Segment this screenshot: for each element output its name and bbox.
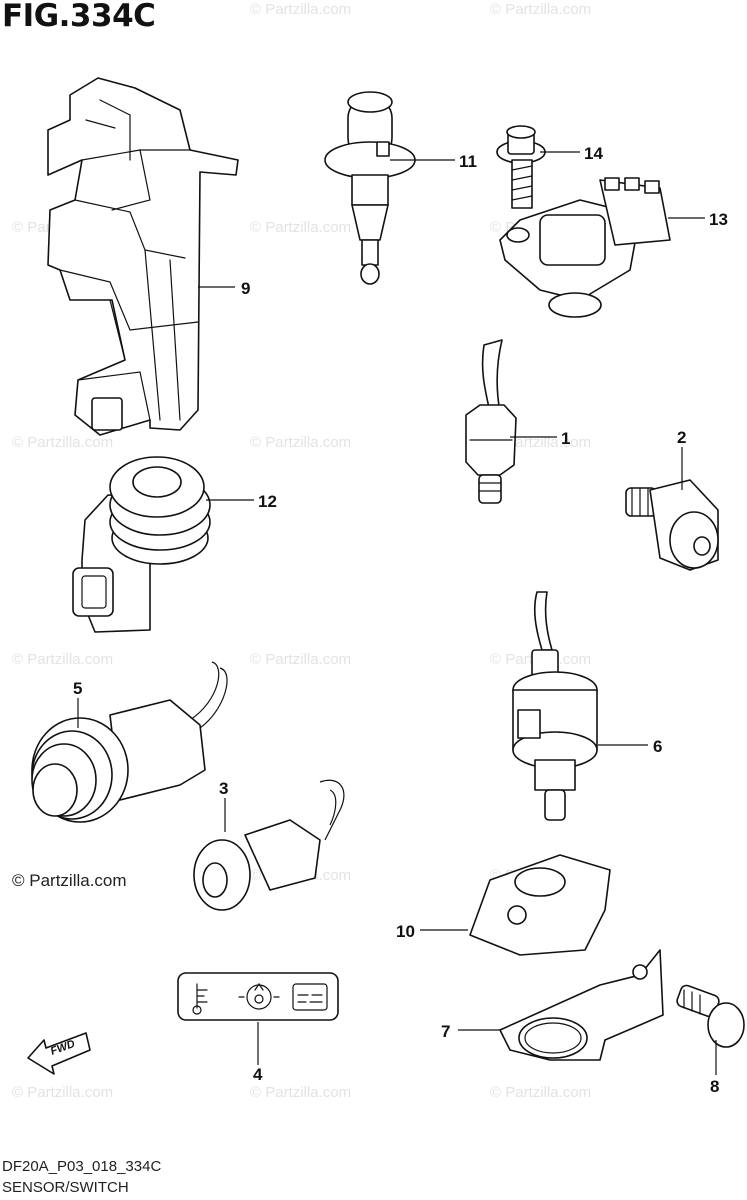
part-9-bracket: [47, 77, 239, 436]
svg-text:© Partzilla.com: © Partzilla.com: [250, 434, 351, 451]
callouts: 9 11 14 13 1 2 12 5 6 3 10 4 7 8: [73, 144, 728, 1096]
fwd-arrow: FWD: [27, 1032, 91, 1075]
svg-text:© Partzilla.com: © Partzilla.com: [12, 434, 113, 451]
part-11-sensor: [324, 91, 416, 285]
callout-12: 12: [258, 492, 277, 511]
part-4-decal: [177, 972, 339, 1021]
part-8-bolt: [676, 984, 745, 1048]
callout-5: 5: [73, 679, 82, 698]
svg-text:© Partzilla.com: © Partzilla.com: [250, 651, 351, 668]
svg-text:© Partzilla.com: © Partzilla.com: [12, 1084, 113, 1101]
svg-text:© Partzilla.com: © Partzilla.com: [250, 1084, 351, 1101]
part-5-plug: [31, 661, 228, 823]
callout-8: 8: [710, 1077, 719, 1096]
diagram-code: DF20A_P03_018_334C: [2, 1158, 162, 1175]
callout-6: 6: [653, 737, 662, 756]
svg-text:© Partzilla.com: © Partzilla.com: [250, 1, 351, 18]
leader-lines: [77, 151, 717, 1075]
part-1-switch: [465, 339, 517, 504]
callout-10: 10: [396, 922, 415, 941]
part-14-bolt: [496, 125, 546, 209]
callout-14: 14: [584, 144, 603, 163]
part-6-pressure-switch: [512, 591, 598, 821]
svg-text:© Partzilla.com: © Partzilla.com: [490, 1084, 591, 1101]
callout-7: 7: [441, 1022, 450, 1041]
callout-2: 2: [677, 428, 686, 447]
watermark-main: © Partzilla.com: [12, 871, 127, 890]
svg-text:© Partzilla.com: © Partzilla.com: [490, 1, 591, 18]
svg-text:© Partzilla.com: © Partzilla.com: [250, 219, 351, 236]
callout-9: 9: [241, 279, 250, 298]
part-10-plate: [469, 854, 611, 956]
part-12-grommet: [72, 456, 211, 633]
callout-3: 3: [219, 779, 228, 798]
diagram-name: SENSOR/SWITCH: [2, 1179, 129, 1196]
svg-text:© Partzilla.com: © Partzilla.com: [12, 651, 113, 668]
part-2-knock-sensor: [625, 479, 719, 571]
callout-13: 13: [709, 210, 728, 229]
callout-1: 1: [561, 429, 570, 448]
callout-11: 11: [459, 152, 477, 171]
figure-title: FIG.334C: [2, 0, 156, 34]
part-13-map-sensor: [499, 177, 671, 318]
part-7-bracket: [499, 949, 664, 1061]
callout-4: 4: [253, 1065, 263, 1084]
part-3-thermo-switch: [193, 779, 345, 911]
